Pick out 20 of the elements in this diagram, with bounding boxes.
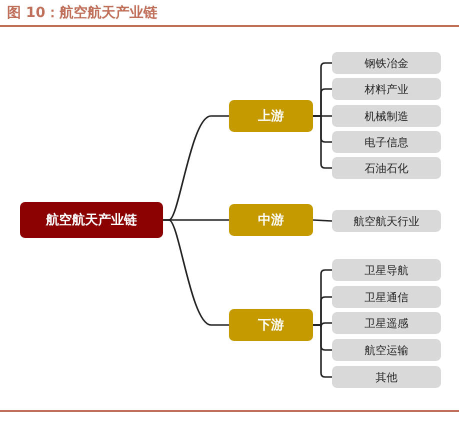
item-box: 钢铁冶金	[332, 52, 441, 74]
connector-line	[312, 219, 332, 222]
item-box: 卫星遥感	[332, 312, 441, 334]
stage-box: 中游	[229, 204, 313, 236]
stage-box: 下游	[229, 309, 313, 341]
stage-box: 上游	[229, 100, 313, 132]
item-box: 石油石化	[332, 157, 441, 179]
item-box: 电子信息	[332, 131, 441, 153]
item-box: 航空航天行业	[332, 210, 441, 232]
item-box: 卫星导航	[332, 259, 441, 281]
connector-line	[163, 219, 229, 326]
connector-line	[313, 324, 332, 378]
item-box: 材料产业	[332, 78, 441, 100]
item-box: 航空运输	[332, 339, 441, 361]
connector-line	[313, 115, 332, 169]
root-box: 航空航天产业链	[20, 202, 163, 238]
item-box: 其他	[332, 366, 441, 388]
item-box: 机械制造	[332, 105, 441, 127]
item-box: 卫星通信	[332, 286, 441, 308]
figure-title: 图 10：航空航天产业链	[7, 4, 158, 22]
